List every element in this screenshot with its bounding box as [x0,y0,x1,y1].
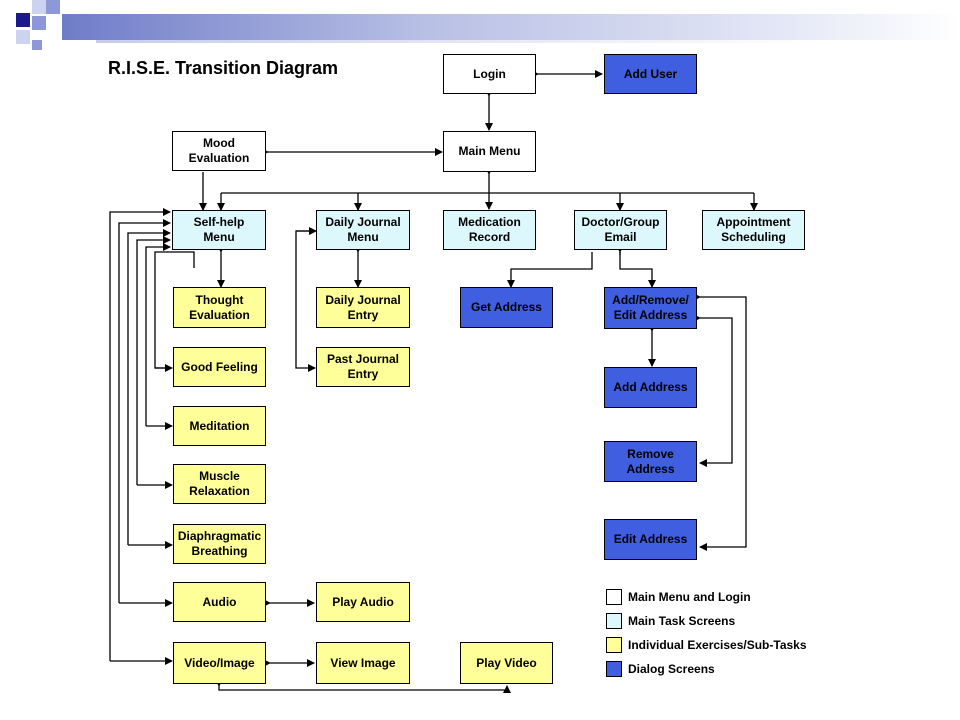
edge-addremove-editaddress [693,293,747,551]
edge-audio-selfhelp [118,219,171,603]
node-play-video: Play Video [460,642,553,684]
node-daily-journal-menu: Daily Journal Menu [316,210,410,250]
node-video-image: Video/Image [173,642,266,684]
legend-label-exercise: Individual Exercises/Sub-Tasks [628,638,807,652]
node-add-address: Add Address [604,367,697,408]
node-self-help-menu: Self-help Menu [172,210,266,250]
node-main-menu: Main Menu [443,131,536,172]
node-medication-record: Medication Record [443,210,536,250]
node-meditation: Meditation [173,406,266,446]
edge-video-selfhelp [109,208,171,661]
node-past-journal-entry: Past Journal Entry [316,347,410,387]
node-thought-evaluation: Thought Evaluation [173,287,266,328]
node-remove-address: Remove Address [604,441,697,482]
node-audio: Audio [173,582,266,622]
legend-swatch-task [606,613,622,629]
node-good-feeling: Good Feeling [173,347,266,387]
node-add-user: Add User [604,54,697,94]
edge-video-playvideo [215,679,511,693]
edge-doctor-getaddress [507,252,593,288]
node-login: Login [443,54,536,94]
edge-muscle-selfhelp [136,236,171,485]
node-edit-address: Edit Address [604,519,697,560]
node-add-remove-edit-address: Add/Remove/ Edit Address [604,287,697,329]
legend-label-main: Main Menu and Login [628,590,751,604]
legend-swatch-main [606,589,622,605]
legend-label-dialog: Dialog Screens [628,662,715,676]
node-view-image: View Image [316,642,410,684]
header-square-mid-2 [32,40,42,50]
header-square-light [32,0,46,14]
edge-addremove-removeaddress [693,314,733,467]
header-square-mid [46,0,60,14]
legend-label-task: Main Task Screens [628,614,736,628]
edge-journal-past [295,230,316,372]
node-appointment-scheduling: Appointment Scheduling [702,210,805,250]
node-doctor-group-email: Doctor/Group Email [574,210,667,250]
node-muscle-relaxation: Muscle Relaxation [173,464,266,504]
header-square-pale [16,30,30,44]
legend-swatch-exercise [606,637,622,653]
node-mood-evaluation: Mood Evaluation [172,131,266,171]
diagram-title: R.I.S.E. Transition Diagram [108,58,339,78]
header-gradient-underline [96,40,826,43]
node-get-address: Get Address [460,287,553,328]
edge-breathing-selfhelp [127,229,171,545]
header-square-dark [16,13,30,27]
node-diaphragmatic-breathing: Diaphragmatic Breathing [173,524,266,564]
header-square-light-2 [32,16,46,30]
edge-doctor-addremove [619,252,656,288]
legend-swatch-dialog [606,661,622,677]
node-daily-journal-entry: Daily Journal Entry [316,287,410,328]
node-play-audio: Play Audio [316,582,410,622]
edge-meditation-selfhelp [145,243,171,426]
header-gradient-bar [62,14,960,40]
